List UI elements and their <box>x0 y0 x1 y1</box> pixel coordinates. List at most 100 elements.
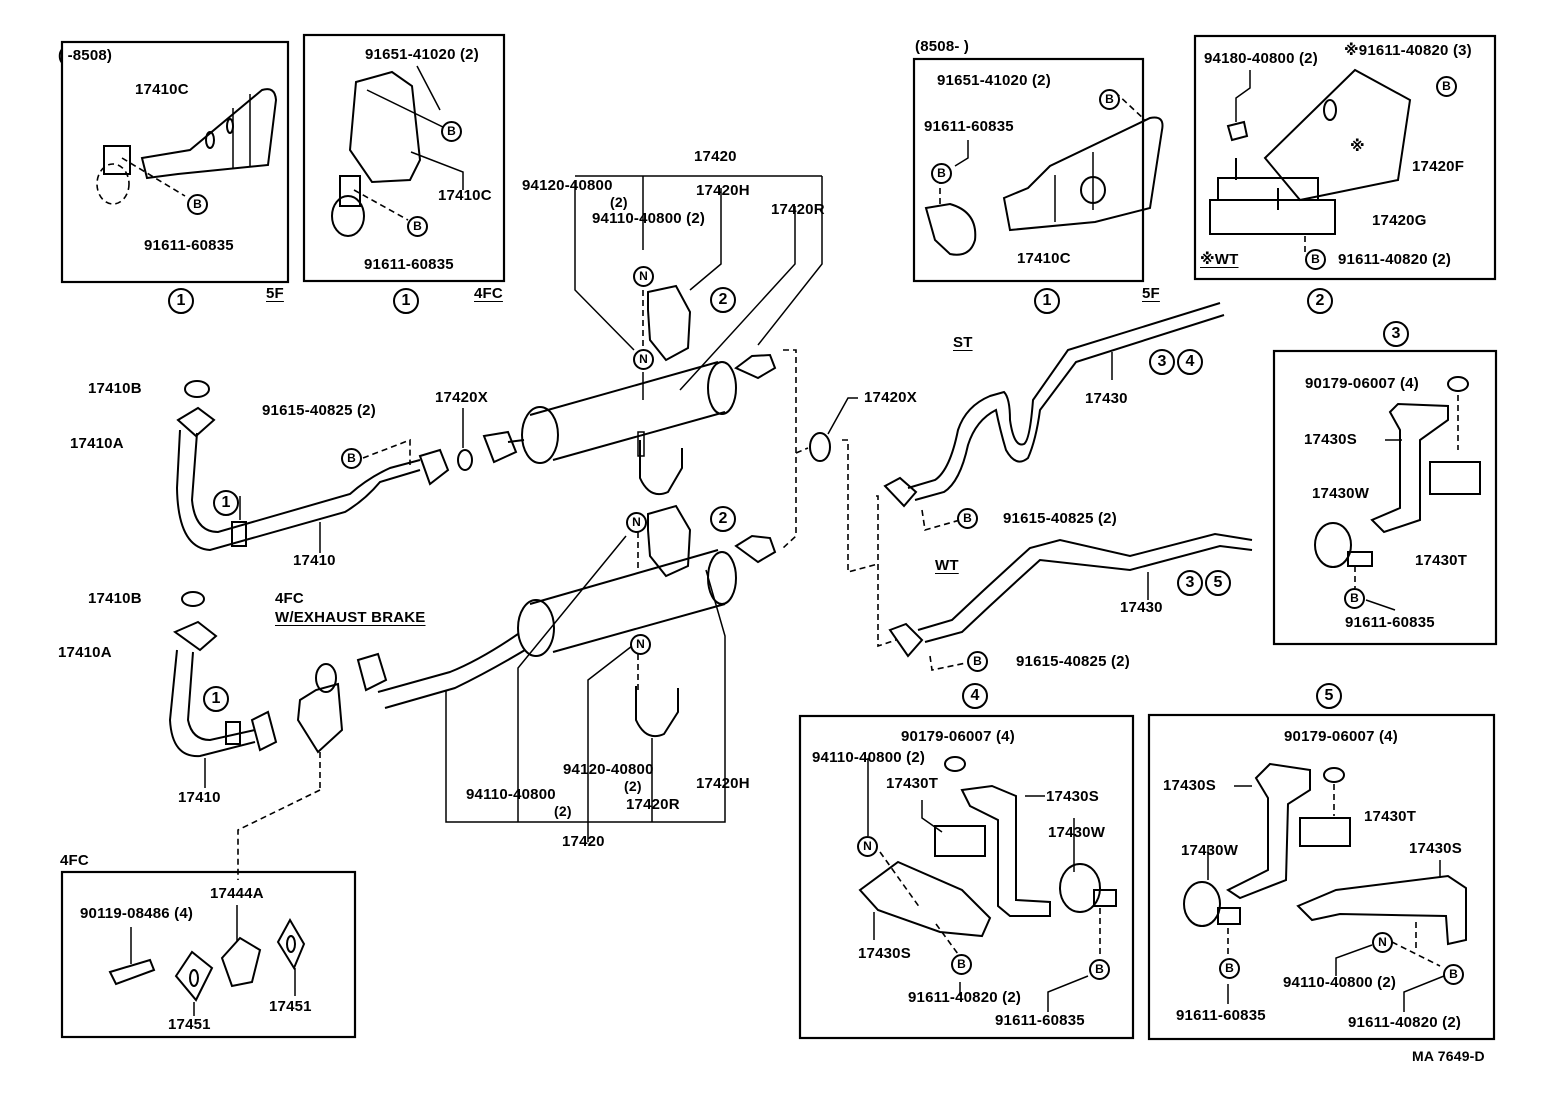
part-label-17430t[interactable]: 17430T <box>1415 552 1468 569</box>
part-label-17420[interactable]: 17420 <box>562 833 605 850</box>
variant-5f: 5F <box>266 285 284 302</box>
part-label-17410c[interactable]: 17410C <box>1017 250 1071 267</box>
nut-mark-n: N <box>633 266 654 287</box>
part-label-17430[interactable]: 17430 <box>1120 599 1163 616</box>
part-label-17430w[interactable]: 17430W <box>1312 485 1370 502</box>
bolt-mark-b: B <box>951 954 972 975</box>
part-label-17430s[interactable]: 17430S <box>1304 431 1357 448</box>
figure-code: MA 7649-D <box>1412 1048 1485 1064</box>
part-label-17430w[interactable]: 17430W <box>1048 824 1106 841</box>
callout-4: 4 <box>962 683 988 709</box>
part-label-91615-40825[interactable]: 91615-40825 (2) <box>1003 510 1117 527</box>
part-label-17420r[interactable]: 17420R <box>771 201 825 218</box>
part-label-17420h[interactable]: 17420H <box>696 775 750 792</box>
bolt-mark-b: B <box>1089 959 1110 980</box>
part-label-91611-40820[interactable]: 91611-40820 (2) <box>908 989 1022 1006</box>
tail-pipe-17430-st <box>883 302 1225 532</box>
part-label-94120-40800[interactable]: 94120-40800 <box>522 177 613 194</box>
part-label-17420[interactable]: 17420 <box>694 148 737 165</box>
part-label-90179-06007[interactable]: 90179-06007 (4) <box>901 728 1015 745</box>
quantity-2: (2) <box>610 194 628 210</box>
tail-pipe-17430-wt <box>888 532 1253 671</box>
callout-2: 2 <box>710 287 736 313</box>
part-label-17444a[interactable]: 17444A <box>210 885 264 902</box>
part-label-17430t[interactable]: 17430T <box>886 775 939 792</box>
nut-mark-n: N <box>630 634 651 655</box>
part-label-17420r[interactable]: 17420R <box>626 796 680 813</box>
bolt-mark-b: B <box>341 448 362 469</box>
nut-mark-n: N <box>633 349 654 370</box>
variant-exhaust-brake: W/EXHAUST BRAKE <box>275 609 426 626</box>
bolt-mark-b: B <box>1443 964 1464 985</box>
part-label-91611-60835[interactable]: 91611-60835 <box>1176 1007 1266 1024</box>
part-label-90119-08486[interactable]: 90119-08486 (4) <box>80 905 194 922</box>
part-label-94180-40800[interactable]: 94180-40800 (2) <box>1204 50 1318 67</box>
part-label-17410[interactable]: 17410 <box>178 789 221 806</box>
part-label-17430t[interactable]: 17430T <box>1364 808 1417 825</box>
bolt-mark-b: B <box>1344 588 1365 609</box>
part-label-94110-40800[interactable]: 94110-40800 <box>466 786 556 803</box>
part-label-17410c[interactable]: 17410C <box>438 187 492 204</box>
part-label-17420x[interactable]: 17420X <box>864 389 917 406</box>
part-label-17410b[interactable]: 17410B <box>88 380 142 397</box>
panel-frame-3 <box>1272 349 1498 646</box>
part-label-17410b[interactable]: 17410B <box>88 590 142 607</box>
part-label-17451[interactable]: 17451 <box>269 998 312 1015</box>
panel-frame-5 <box>1147 713 1496 1041</box>
part-label-17451[interactable]: 17451 <box>168 1016 211 1033</box>
panel-frame-4 <box>798 714 1135 1040</box>
bolt-mark-b: B <box>187 194 208 215</box>
part-label-94110-40800[interactable]: 94110-40800 (2) <box>812 749 926 766</box>
part-label-17430[interactable]: 17430 <box>1085 390 1128 407</box>
part-label-17430s[interactable]: 17430S <box>1046 788 1099 805</box>
muffler-17420-upper <box>482 175 823 496</box>
part-label-17430s[interactable]: 17430S <box>1163 777 1216 794</box>
part-label-91651-41020[interactable]: 91651-41020 (2) <box>937 72 1051 89</box>
bolt-mark-b: B <box>967 651 988 672</box>
bracket-17410c-4fc <box>331 65 464 237</box>
part-label-17410[interactable]: 17410 <box>293 552 336 569</box>
part-label-17410a[interactable]: 17410A <box>58 644 112 661</box>
variant-4fc: 4FC <box>474 285 503 302</box>
part-label-17430w[interactable]: 17430W <box>1181 842 1239 859</box>
callout-5: 5 <box>1316 683 1342 709</box>
part-label-90179-06007[interactable]: 90179-06007 (4) <box>1305 375 1419 392</box>
part-label-91615-40825[interactable]: 91615-40825 (2) <box>1016 653 1130 670</box>
part-label-17420x[interactable]: 17420X <box>435 389 488 406</box>
hanger-assembly-panel-5 <box>1183 762 1467 1012</box>
part-label-17430s[interactable]: 17430S <box>858 945 911 962</box>
part-label-91611-40820[interactable]: 91611-40820 (2) <box>1348 1014 1462 1031</box>
part-label-91611-60835[interactable]: 91611-60835 <box>364 256 454 273</box>
quantity-2: (2) <box>624 778 642 794</box>
part-label-91611-40820-2[interactable]: 91611-40820 (2) <box>1338 251 1452 268</box>
callout-1: 1 <box>168 288 194 314</box>
bolt-mark-b: B <box>957 508 978 529</box>
part-label-90179-06007[interactable]: 90179-06007 (4) <box>1284 728 1398 745</box>
part-label-17430s[interactable]: 17430S <box>1409 840 1462 857</box>
part-label-17410c[interactable]: 17410C <box>135 81 189 98</box>
part-label-17420g[interactable]: 17420G <box>1372 212 1427 229</box>
nut-mark-n: N <box>857 836 878 857</box>
callout-2: 2 <box>1307 288 1333 314</box>
part-label-94120-40800[interactable]: 94120-40800 <box>563 761 654 778</box>
part-label-91611-60835[interactable]: 91611-60835 <box>995 1012 1085 1029</box>
bolt-mark-b: B <box>441 121 462 142</box>
part-label-91611-60835[interactable]: 91611-60835 <box>1345 614 1435 631</box>
part-label-94110-40800[interactable]: 94110-40800 (2) <box>1283 974 1397 991</box>
panel-frame-1-5f-late <box>912 57 1145 283</box>
part-label-91611-60835[interactable]: 91611-60835 <box>144 237 234 254</box>
part-label-94110-40800[interactable]: 94110-40800 (2) <box>592 210 706 227</box>
callout-2: 2 <box>710 506 736 532</box>
bolt-mark-b: B <box>407 216 428 237</box>
part-label-91615-40825[interactable]: 91615-40825 (2) <box>262 402 376 419</box>
part-label-91611-40820-3[interactable]: ※91611-40820 (3) <box>1344 42 1472 59</box>
part-label-17420f[interactable]: 17420F <box>1412 158 1465 175</box>
hanger-assembly-panel-3 <box>1314 376 1481 611</box>
part-label-17410a[interactable]: 17410A <box>70 435 124 452</box>
panel-frame-1-4fc <box>302 33 506 283</box>
date-range-late: (8508- ) <box>915 38 970 55</box>
part-label-91611-60835[interactable]: 91611-60835 <box>924 118 1014 135</box>
part-label-17420h[interactable]: 17420H <box>696 182 750 199</box>
part-label-91651-41020[interactable]: 91651-41020 (2) <box>365 46 479 63</box>
